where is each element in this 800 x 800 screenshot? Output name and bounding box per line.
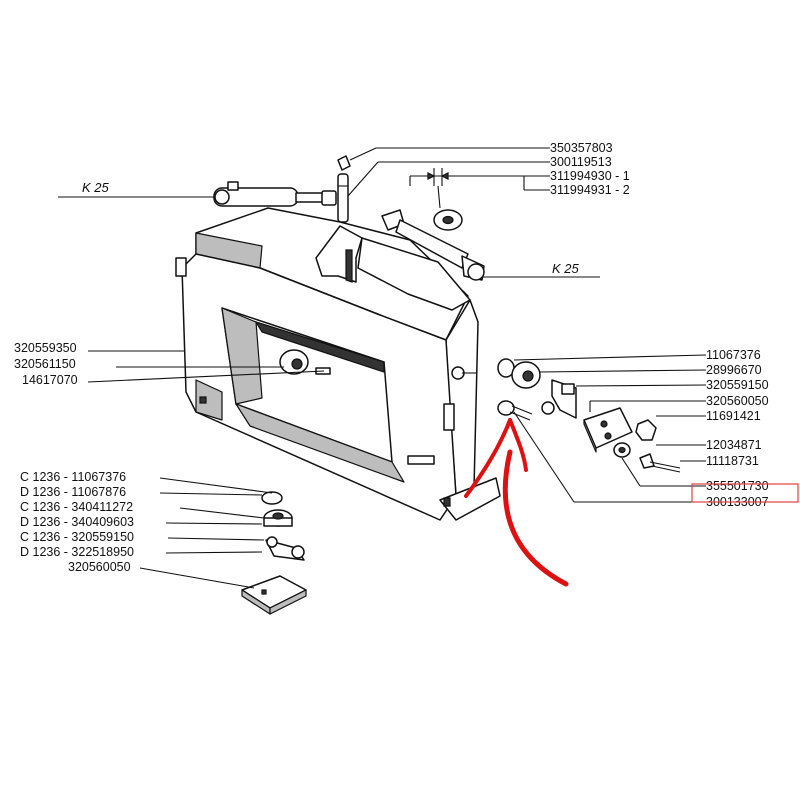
label-variant-c-circlip: C 1236 - 11067376 xyxy=(20,470,126,484)
label-350357803: 350357803 xyxy=(550,141,613,155)
label-320561150: 320561150 xyxy=(14,357,76,371)
k25-label-left: K 25 xyxy=(82,180,110,195)
screw-300133007 xyxy=(497,400,533,421)
labels-right: 11067376 28996670 320559150 320560050 11… xyxy=(706,348,769,509)
k25-label-right: K 25 xyxy=(552,261,580,276)
k25-reference-right: K 25 xyxy=(480,261,600,278)
variant-bracket xyxy=(265,536,305,561)
label-320560050: 320560050 xyxy=(706,394,769,408)
label-11118731: 11118731 xyxy=(706,454,759,468)
label-11691421: 11691421 xyxy=(706,409,761,423)
leader-lines xyxy=(87,147,707,589)
label-14617070: 14617070 xyxy=(22,373,78,387)
label-variant-c-bearing: C 1236 - 340411272 xyxy=(20,500,133,514)
label-320559150: 320559150 xyxy=(706,378,769,392)
label-variant-plate: 320560050 xyxy=(68,560,131,574)
label-355501730: 355501730 xyxy=(706,479,769,493)
label-variant-d-bracket: D 1236 - 322518950 xyxy=(20,545,134,559)
red-arrow xyxy=(464,418,569,587)
k25-reference-left: K 25 xyxy=(58,180,214,198)
pivot-pin xyxy=(337,155,351,223)
label-variant-d-bearing: D 1236 - 340409603 xyxy=(20,515,134,529)
washer-311994930 xyxy=(433,209,463,231)
variant-bearing xyxy=(263,509,293,527)
hydraulic-cylinder xyxy=(213,181,337,207)
main-frame xyxy=(175,207,501,521)
variant-plate xyxy=(241,575,307,615)
nut-11691421 xyxy=(635,419,657,441)
variant-circlip xyxy=(261,491,283,505)
plate-320560050 xyxy=(583,407,633,453)
labels-variants: C 1236 - 11067376 D 1236 - 11067876 C 12… xyxy=(20,470,134,574)
label-11067376: 11067376 xyxy=(706,348,761,362)
label-320559350: 320559350 xyxy=(14,341,77,355)
bracket-320559150 xyxy=(541,379,577,419)
labels-top: 350357803 300119513 311994930 - 1 311994… xyxy=(550,141,630,197)
bearing-28996670 xyxy=(511,361,541,389)
label-300119513: 300119513 xyxy=(550,155,612,169)
bolt-11118731 xyxy=(639,453,681,473)
labels-left: 320559350 320561150 14617070 xyxy=(14,341,78,387)
label-variant-c-bracket: C 1236 - 320559150 xyxy=(20,530,134,544)
highlight-box xyxy=(691,483,799,503)
label-28996670: 28996670 xyxy=(706,363,762,377)
label-311994930-1: 311994930 - 1 xyxy=(550,169,630,183)
washer-12034871 xyxy=(613,442,631,458)
label-12034871: 12034871 xyxy=(706,438,762,452)
label-311994931-2: 311994931 - 2 xyxy=(550,183,630,197)
label-variant-d-circlip: D 1236 - 11067876 xyxy=(20,485,126,499)
gas-strut xyxy=(381,209,485,281)
